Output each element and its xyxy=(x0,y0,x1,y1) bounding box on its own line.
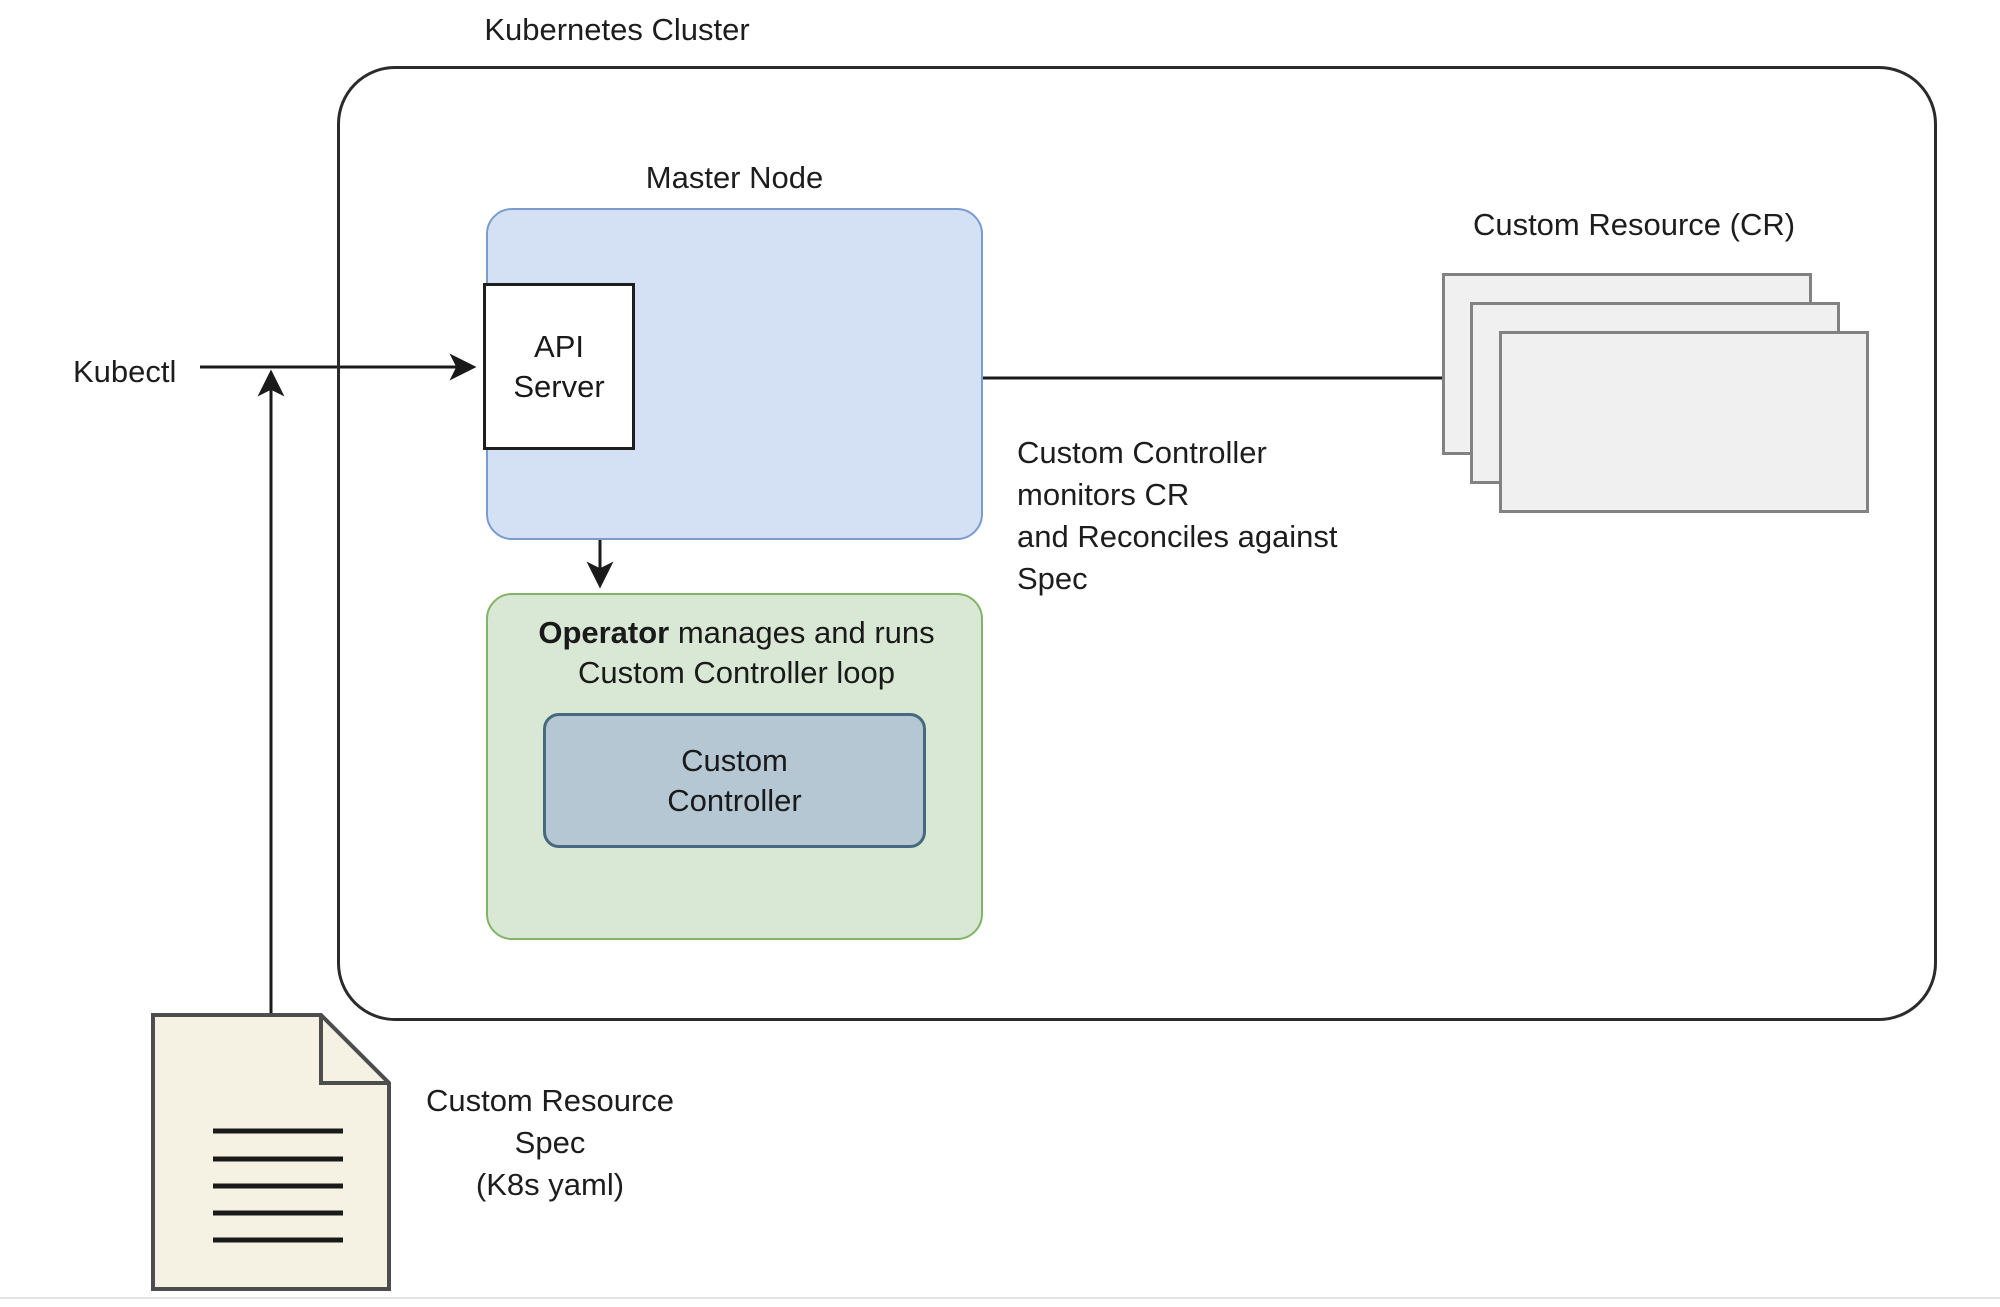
kubernetes-cluster-boundary xyxy=(337,66,1937,1021)
operator-caption: Operator manages and runs Custom Control… xyxy=(488,613,985,693)
custom-resource-spec-caption: Custom Resource Spec (K8s yaml) xyxy=(425,1083,675,1202)
operator-caption-bold: Operator xyxy=(538,615,670,650)
custom-controller-annotation: Custom Controller monitors CR and Reconc… xyxy=(1017,435,1338,596)
operator-caption-rest: manages and runs Custom Controller loop xyxy=(577,615,935,690)
master-node-label: Master Node xyxy=(645,160,824,195)
kubectl-label: Kubectl xyxy=(73,354,177,389)
custom-resource-spec-document-icon[interactable] xyxy=(151,1013,391,1291)
custom-controller-box[interactable]: Custom Controller xyxy=(543,713,926,848)
kubernetes-cluster-label: Kubernetes Cluster xyxy=(484,12,750,47)
custom-controller-label: Custom Controller xyxy=(667,742,802,818)
api-server-label: API Server xyxy=(513,328,605,404)
custom-resource-label: Custom Resource (CR) xyxy=(1472,207,1796,242)
page-bottom-edge xyxy=(0,1297,2000,1307)
api-server-box[interactable]: API Server xyxy=(483,283,635,450)
custom-resource-card-front[interactable] xyxy=(1499,331,1869,513)
